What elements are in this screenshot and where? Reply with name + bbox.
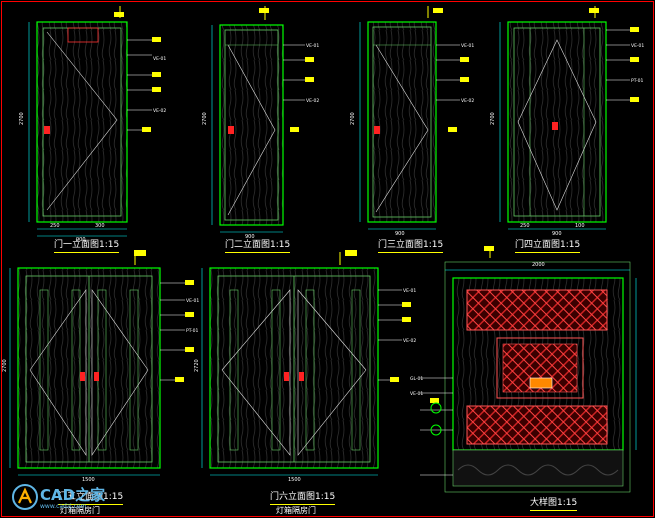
view-title-door-4: 门四立面图1:15 [515,240,581,253]
view-title-detail: 大样图1:15 [530,498,578,511]
svg-text:VE-02: VE-02 [403,338,416,344]
svg-text:VE-01: VE-01 [461,43,474,49]
svg-text:VE-01: VE-01 [186,298,199,304]
door-3-elevation [359,6,469,230]
svg-text:900: 900 [76,237,86,243]
door-6-elevation [201,250,411,476]
svg-text:2700: 2700 [350,112,356,125]
door-2-elevation [211,6,314,233]
svg-text:2700: 2700 [19,112,25,125]
svg-text:VE-01: VE-01 [153,56,166,62]
svg-text:VE-01: VE-01 [306,43,319,49]
door-1-elevation [28,6,161,237]
svg-text:1500: 1500 [288,477,301,483]
svg-text:1500: 1500 [82,477,95,483]
svg-text:900: 900 [552,231,562,237]
svg-text:2720: 2720 [194,359,200,372]
view-title-door-6: 门六立面图1:15 [270,492,336,505]
view-title-door-5: 门五立面图1:15 [58,492,124,505]
svg-text:VE-01: VE-01 [403,288,416,294]
svg-text:250: 250 [50,223,60,229]
svg-text:2700: 2700 [2,359,8,372]
svg-text:VE-01: VE-01 [631,43,644,49]
svg-text:VE-02: VE-02 [461,98,474,104]
view-title-door-2: 门二立面图1:15 [225,240,291,253]
view-subtitle-door-5: 灯箱隔房门 [60,506,100,515]
svg-text:900: 900 [245,234,255,240]
watermark-brand: CAD之家 [40,486,106,504]
svg-text:PT-01: PT-01 [186,328,199,334]
door-4-elevation [499,6,639,230]
view-title-door-3: 门三立面图1:15 [378,240,444,253]
door-5-elevation [9,250,194,476]
view-title-door-1: 门一立面图1:15 [54,240,120,253]
material-tags: VE-01 VE-02 VE-01 VE-02 VE-01 VE-02 VE-0… [153,43,644,397]
svg-text:GL-01: GL-01 [410,376,423,382]
svg-text:2000: 2000 [532,262,545,268]
dimension-labels: 2700 2700 2700 2700 2700 2720 900 900 90… [2,112,585,483]
svg-text:250: 250 [520,223,530,229]
svg-text:2700: 2700 [490,112,496,125]
svg-text:VE-02: VE-02 [306,98,319,104]
svg-text:100: 100 [575,223,585,229]
svg-text:VE-01: VE-01 [410,391,423,397]
svg-text:900: 900 [395,231,405,237]
view-subtitle-door-6: 灯箱隔房门 [276,506,316,515]
cad-logo-icon [12,484,38,510]
svg-text:VE-02: VE-02 [153,108,166,114]
svg-text:PT-01: PT-01 [631,78,644,84]
detail-elevation [420,246,637,493]
svg-text:2700: 2700 [202,112,208,125]
watermark-site: www.cadzj.com [40,503,87,510]
svg-text:300: 300 [95,223,105,229]
